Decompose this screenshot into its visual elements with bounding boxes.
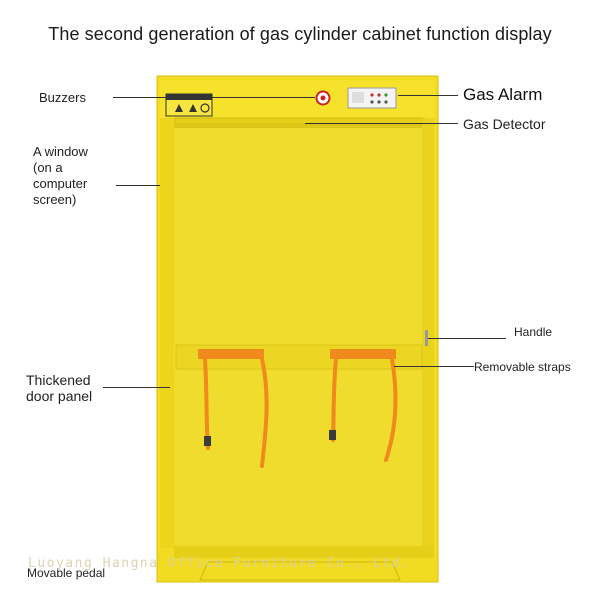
- label-thickened-door: Thickened door panel: [26, 372, 92, 404]
- movable-pedal: [199, 561, 401, 581]
- leader-gas-alarm: [398, 95, 458, 96]
- label-removable-straps: Removable straps: [474, 360, 571, 374]
- label-handle: Handle: [514, 325, 553, 339]
- label-buzzers: Buzzers: [39, 90, 86, 105]
- label-window-line-3: computer: [33, 176, 88, 191]
- strap-right-b: [384, 357, 398, 462]
- strap-left-a: [203, 357, 210, 450]
- label-thickened-line-2: door panel: [26, 388, 93, 404]
- leader-thickened-door: [103, 387, 170, 388]
- cabinet-base: [174, 546, 434, 558]
- label-thickened-line-1: Thickened: [26, 372, 91, 388]
- label-window-line-2: (on a: [33, 160, 63, 175]
- leader-handle: [428, 338, 506, 339]
- left-door-edge: [160, 118, 174, 548]
- handle-icon: [425, 330, 428, 346]
- label-gas-alarm: Gas Alarm: [463, 85, 543, 104]
- leader-window: [116, 185, 160, 186]
- gas-alarm-box-icon: [347, 87, 397, 109]
- watermark-text: Luoyang Hangna Office Furniture Co., Ltd…: [28, 556, 411, 571]
- label-window-line-1: A window: [33, 144, 88, 159]
- label-window: A window (on a computer screen): [33, 144, 88, 208]
- page-title: The second generation of gas cylinder ca…: [48, 24, 552, 44]
- leader-removable-straps: [394, 366, 474, 367]
- hook-icon: [204, 430, 336, 446]
- label-gas-detector: Gas Detector: [463, 116, 546, 132]
- label-movable-pedal: Movable pedal: [27, 566, 106, 580]
- cabinet-interior: [174, 124, 422, 546]
- leader-gas-detector: [305, 123, 458, 124]
- strap-left-b: [260, 357, 269, 468]
- leader-buzzers: [113, 97, 315, 98]
- buzzer-icon: [315, 90, 331, 106]
- label-window-line-4: screen): [33, 192, 77, 207]
